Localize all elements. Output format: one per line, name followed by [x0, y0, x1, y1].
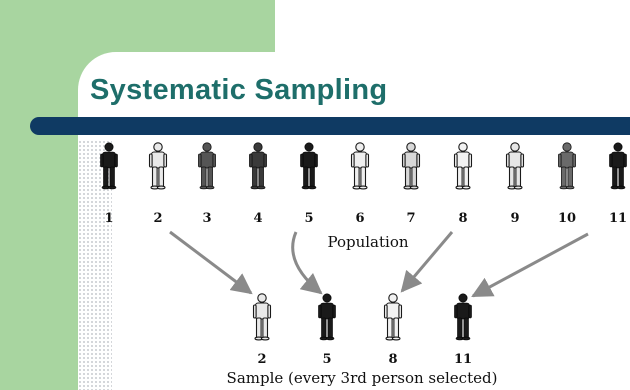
sample-label: Sample (every 3rd person selected) — [227, 369, 498, 387]
sample-number: 11 — [454, 352, 472, 367]
content-panel — [78, 52, 630, 390]
arrow-11-to-sample — [471, 232, 589, 298]
sample-figures — [252, 293, 472, 341]
sample-numbers: 2 5 8 11 — [257, 352, 472, 367]
sample-number: 8 — [388, 352, 397, 367]
person-figure-2 — [148, 142, 168, 190]
person-figure-6 — [350, 142, 370, 190]
person-figure-3 — [198, 142, 216, 190]
title-rule-bar — [30, 117, 630, 135]
person-figure-11 — [609, 142, 627, 190]
arrow-2-to-sample — [169, 230, 253, 295]
population-number: 8 — [458, 211, 467, 226]
sample-figure-5 — [318, 293, 336, 341]
population-number: 3 — [202, 211, 211, 226]
population-number: 2 — [153, 211, 162, 226]
sample-number: 5 — [322, 352, 331, 367]
population-number: 6 — [355, 211, 364, 226]
population-number: 7 — [406, 211, 415, 226]
sample-figure-2 — [252, 293, 272, 341]
population-number: 10 — [558, 211, 576, 226]
population-number: 11 — [609, 211, 627, 226]
population-number: 9 — [510, 211, 519, 226]
person-figure-4 — [249, 142, 267, 190]
person-figure-1 — [100, 142, 118, 190]
population-number: 4 — [253, 211, 262, 226]
person-figure-8 — [453, 142, 473, 190]
population-label: Population — [327, 233, 408, 251]
population-number: 5 — [304, 211, 313, 226]
sample-figure-8 — [383, 293, 403, 341]
slide-title: Systematic Sampling — [90, 74, 388, 106]
sample-figure-11 — [454, 293, 472, 341]
sample-number: 2 — [257, 352, 266, 367]
person-figure-10 — [558, 142, 576, 190]
population-numbers: 1 2 3 4 5 6 7 8 9 10 11 — [104, 211, 627, 226]
population-number: 1 — [104, 211, 113, 226]
selection-arrows — [169, 230, 589, 298]
population-figures — [100, 142, 627, 190]
arrow-8-to-sample — [400, 231, 454, 293]
person-figure-7 — [401, 142, 421, 190]
person-figure-5 — [300, 142, 318, 190]
person-figure-9 — [505, 142, 525, 190]
arrow-5-to-sample — [291, 231, 323, 295]
